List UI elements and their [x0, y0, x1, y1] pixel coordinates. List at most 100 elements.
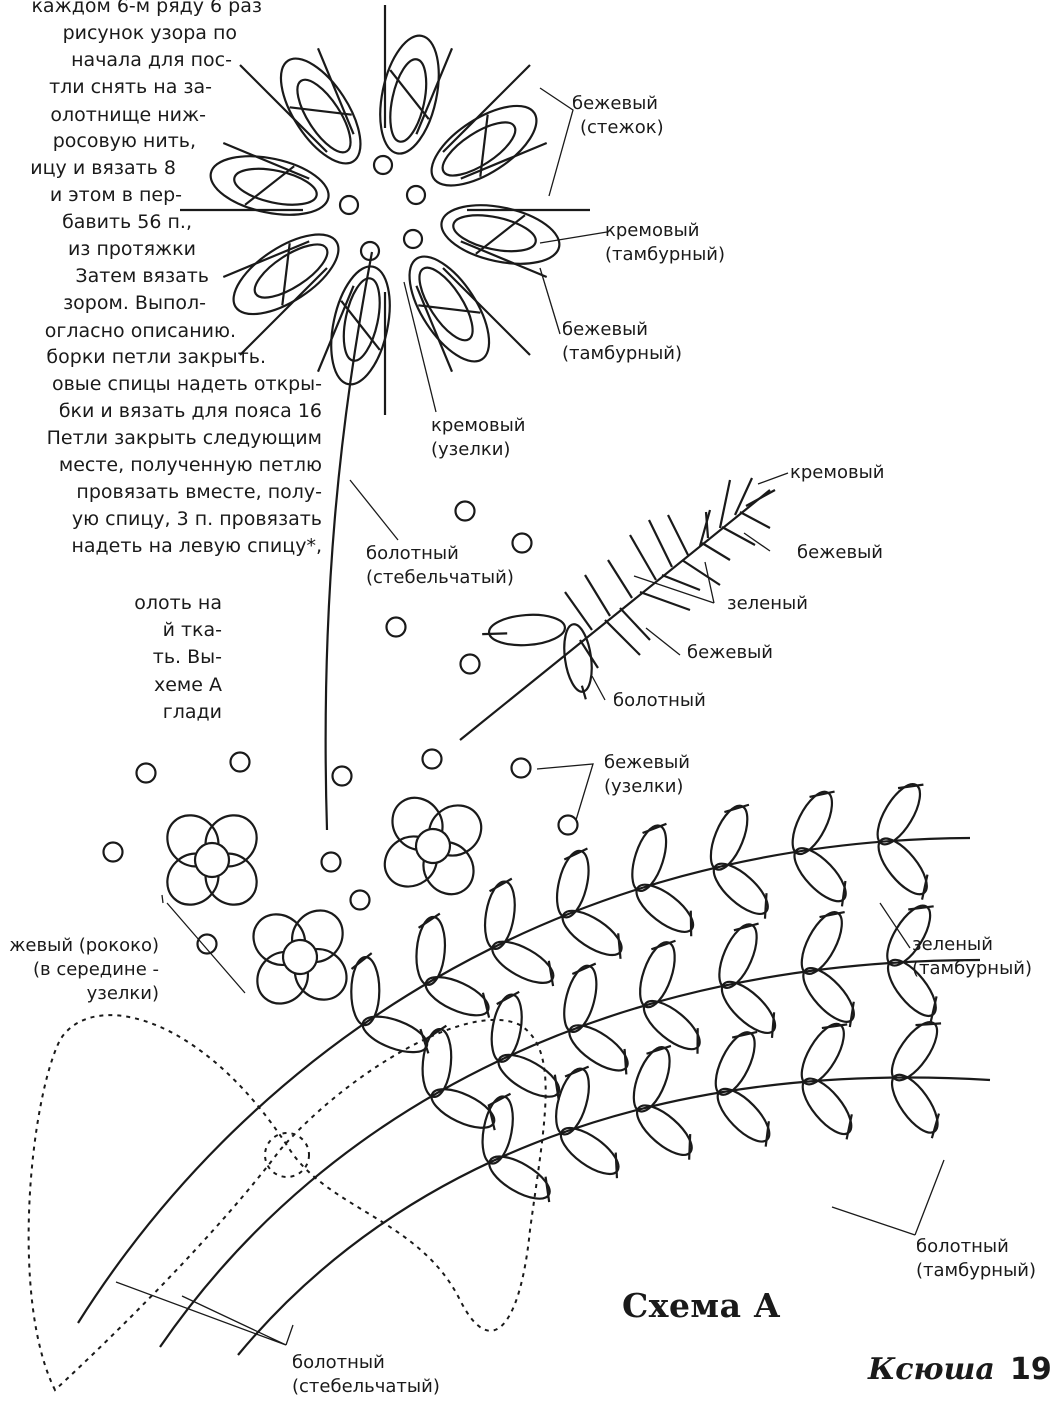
label-leader-line [116, 1282, 293, 1345]
label-swamp-chain: болотный (тамбурный) [916, 1235, 1036, 1283]
label-line: (тамбурный) [605, 243, 725, 267]
straight-stitch-ray [443, 65, 530, 152]
label-line: бежевый [562, 318, 682, 342]
french-knot [137, 764, 156, 783]
center-knot [407, 186, 425, 204]
grain-chain-stitch [870, 831, 935, 901]
daisy-flower [180, 5, 590, 415]
leaf-stitch [585, 575, 610, 616]
grain-chain-stitch [554, 1120, 626, 1183]
grain-loop [426, 1081, 503, 1137]
label-leader-line [880, 903, 910, 948]
leaf-stitch [722, 527, 755, 545]
label-line: кремовый [605, 219, 725, 243]
grain-tack [923, 1114, 949, 1139]
label-line: (в середине - [0, 958, 159, 982]
grain-chain-stitch [626, 822, 673, 895]
label-leader-line [540, 232, 607, 243]
petal-tack-stitch [256, 243, 316, 305]
label-line: (стежок) [572, 116, 664, 140]
grain-chain-stitch [556, 902, 628, 963]
grain-chain-stitch [550, 1065, 596, 1138]
grain-loop [629, 876, 703, 942]
french-knot [387, 618, 406, 637]
petal-loop [221, 219, 351, 330]
petal-loop [419, 90, 549, 201]
label-line: (тамбурный) [916, 1259, 1036, 1283]
grain-loop [637, 993, 711, 1060]
magazine-name: Ксюша [868, 1352, 995, 1387]
grain-loop [556, 902, 632, 965]
grain-loop [551, 844, 595, 921]
label-beige-stitch: бежевый (стежок) [572, 92, 664, 140]
grain-loop [483, 1148, 559, 1209]
grain-chain-stitch [558, 962, 602, 1035]
grain-tack [352, 953, 372, 969]
center-knot [340, 196, 358, 214]
leaf-stitch [702, 543, 730, 560]
label-line: бежевый [572, 92, 664, 116]
grain-loop [481, 875, 520, 951]
scheme-title: Схема А [622, 1286, 781, 1325]
label-leader-line [162, 895, 245, 993]
label-swamp-stem-bottom: болотный (стебельчатый) [292, 1351, 440, 1399]
label-leader-line [540, 88, 573, 196]
grain-loop [710, 1081, 780, 1152]
leaf-stitch [640, 592, 690, 610]
label-line: бежевый [687, 641, 773, 665]
grain-loop [554, 1120, 629, 1185]
grain-chain-stitch [626, 1043, 677, 1117]
label-line: кремовый [431, 414, 525, 438]
leaf-stitch [740, 512, 770, 528]
grain-chain-stitch [563, 1017, 635, 1079]
label-leader-line [646, 628, 680, 655]
label-line: жевый (рококо) [0, 934, 159, 958]
grain-loop [787, 840, 857, 911]
rococo-center-knot [413, 826, 452, 865]
straight-stitch-ray [443, 268, 530, 355]
grain-loop [420, 969, 497, 1025]
grain-loop [633, 934, 683, 1011]
petal-inner-loop [247, 235, 335, 308]
chain-leaf-loop [488, 612, 566, 647]
grain-loop [795, 1071, 862, 1144]
label-cream-chain: кремовый (тамбурный) [605, 219, 725, 267]
label-beige-knots: бежевый (узелки) [604, 751, 690, 799]
french-knot [351, 891, 370, 910]
label-line: болотный [292, 1351, 440, 1375]
label-leader-line [404, 282, 436, 412]
grain-chain-stitch [633, 938, 682, 1011]
grain-loop [706, 856, 778, 925]
grain-tack [419, 912, 440, 930]
label-line: болотный [916, 1235, 1036, 1259]
label-leader-line [540, 268, 560, 334]
petal-tack-stitch [418, 279, 480, 339]
grain-chain-stitch [481, 879, 519, 951]
grain-loop [884, 1068, 948, 1143]
petal-loop [436, 196, 565, 274]
grain-chain-stitch [629, 876, 700, 940]
leaf-stitch [608, 560, 632, 598]
label-line: кремовый [790, 461, 884, 485]
petal-inner-loop [288, 72, 361, 160]
french-knot [198, 935, 217, 954]
grain-loop [351, 953, 380, 1025]
grain-loop [870, 831, 937, 904]
grain-loop [884, 1012, 948, 1087]
grain-loop [487, 988, 527, 1064]
leaf-stitch [630, 535, 656, 580]
label-line: (тамбурный) [912, 957, 1032, 981]
grain-loop [550, 1061, 597, 1138]
french-knot [456, 502, 475, 521]
leaf-stitch [746, 490, 775, 506]
label-line: болотный [613, 689, 706, 713]
grain-chain-stitch [884, 1015, 946, 1087]
french-knot [513, 534, 532, 553]
leaf-stitch [735, 478, 752, 515]
label-line: (стебельчатый) [366, 566, 514, 590]
grain-loop [630, 1097, 703, 1165]
label-beige-2: бежевый [687, 641, 773, 665]
label-swamp: болотный [613, 689, 706, 713]
grain-loop [703, 797, 756, 874]
